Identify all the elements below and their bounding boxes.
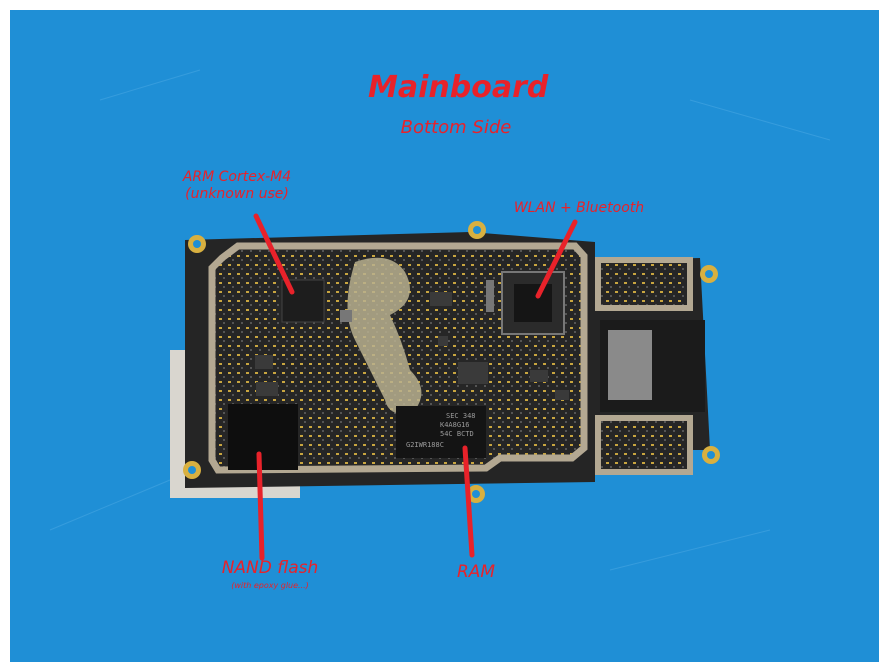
mounting-holes	[183, 221, 720, 503]
nand-arrow	[256, 451, 265, 561]
nand-label: NAND flash (with epoxy glue...)	[210, 560, 330, 594]
arm-arrow	[253, 213, 295, 295]
ram-marking: SEC 348 K4A8G16 54C BCTD G2IWR188C	[406, 412, 476, 449]
thermal-residue	[347, 257, 422, 414]
bottom-right-shield	[595, 415, 693, 475]
arm-label: ARM Cortex-M4 (unknown use)	[172, 169, 302, 203]
ram-marking-line-1: SEC 348	[446, 412, 476, 420]
annotation-arrows	[253, 213, 578, 561]
ram-arrow	[462, 445, 475, 558]
ram-label: RAM	[446, 564, 506, 581]
page-title: Mainboard	[368, 70, 549, 105]
nand-chip	[228, 404, 298, 470]
page-subtitle: Bottom Side	[400, 117, 512, 138]
photo: SEC 348 K4A8G16 54C BCTD G2IWR188C Mainb…	[10, 10, 879, 662]
arm-label-line1: ARM Cortex-M4	[182, 169, 292, 185]
mainboard-photo: SEC 348 K4A8G16 54C BCTD G2IWR188C	[10, 10, 879, 662]
ram-marking-line-2: K4A8G16	[440, 421, 470, 429]
ram-marking-line-3: 54C BCTD	[440, 430, 474, 438]
top-right-shield	[595, 257, 693, 311]
ram-chip	[396, 406, 486, 458]
wlan-die	[514, 284, 552, 322]
smd-components	[255, 280, 569, 400]
arm-label-line2: (unknown use)	[185, 186, 289, 202]
wlan-label: WLAN + Bluetooth	[504, 200, 654, 217]
sim-tray	[608, 330, 652, 400]
mat-scratches	[49, 69, 831, 571]
ram-label-line1: RAM	[456, 562, 496, 582]
wlan-label-line1: WLAN + Bluetooth	[513, 200, 645, 216]
nand-label-line1: NAND flash	[221, 558, 319, 578]
nand-label-line2: (with epoxy glue...)	[231, 581, 309, 590]
ram-marking-line-4: G2IWR188C	[406, 441, 444, 449]
wlan-arrow	[535, 219, 578, 299]
